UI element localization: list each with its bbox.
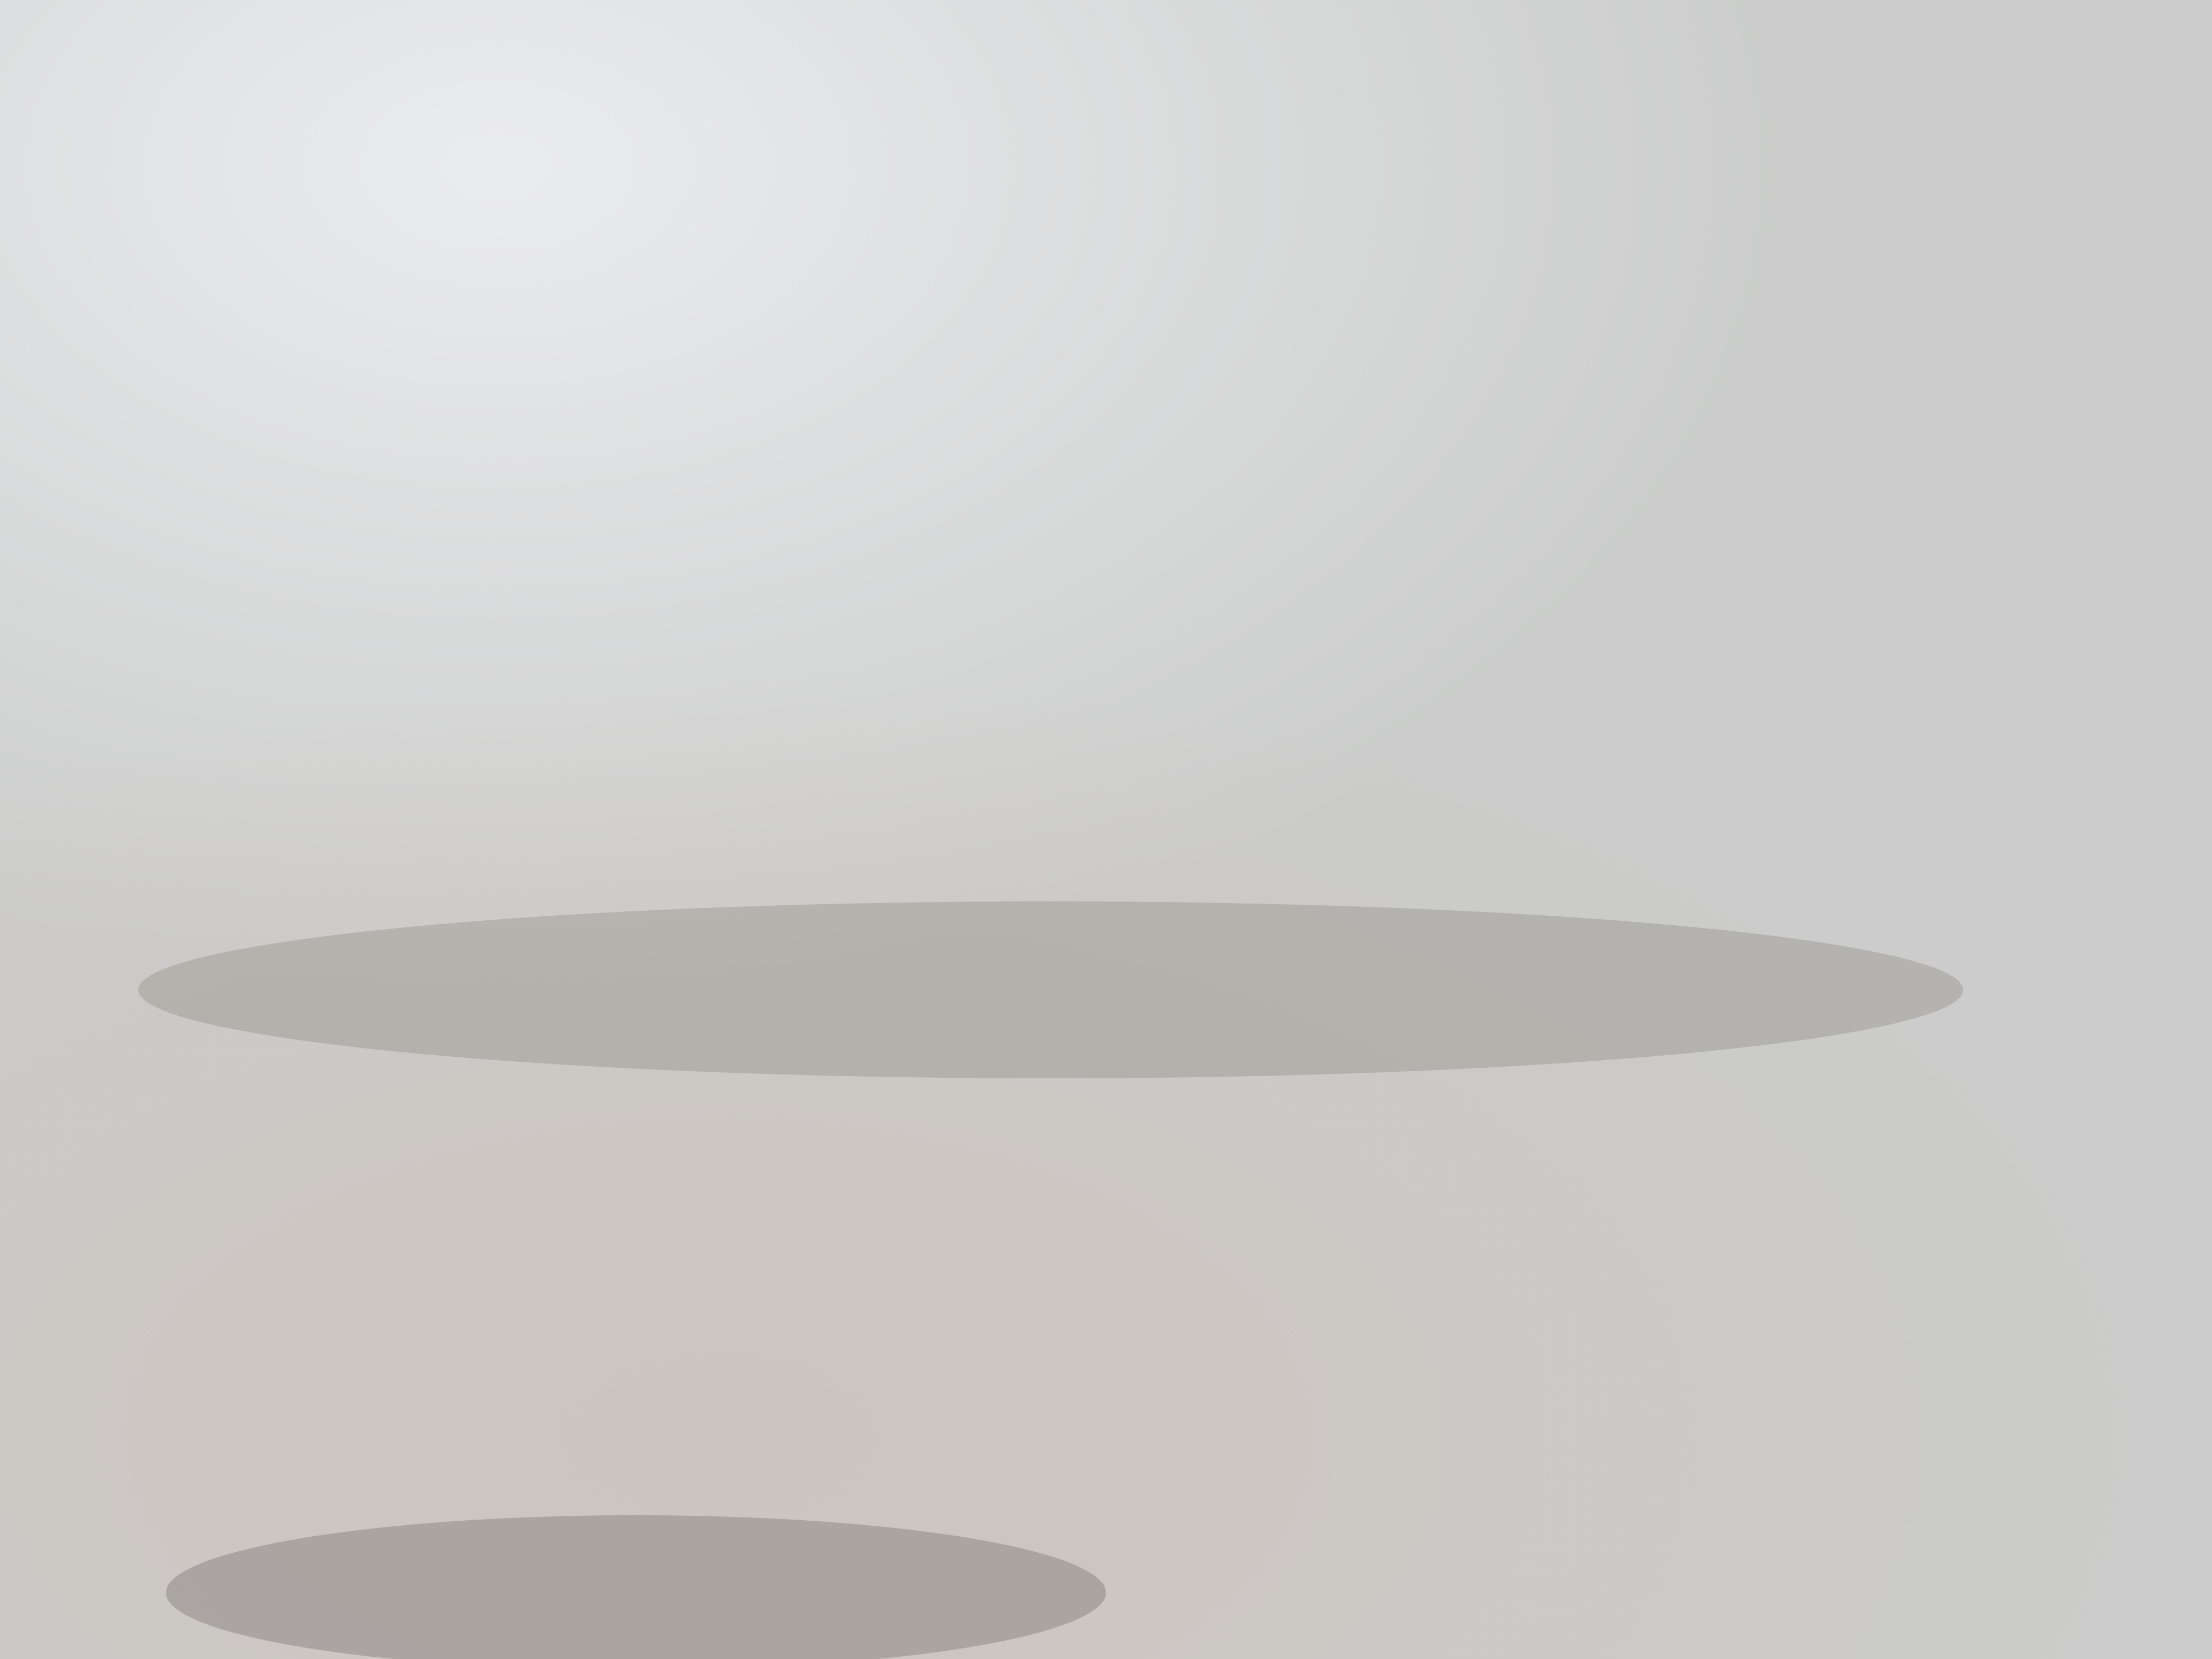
background [0, 0, 2157, 1659]
scene-canvas [0, 0, 2157, 1659]
photo-esp32-breadboard-scene: Photograph of an electronics prototyping… [0, 0, 2157, 1659]
